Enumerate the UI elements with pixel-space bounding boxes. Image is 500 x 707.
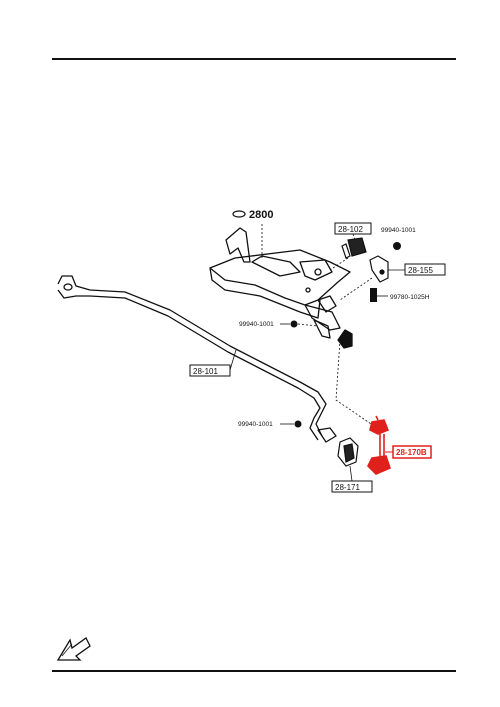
bracket-part bbox=[369, 255, 389, 283]
bolt-side-part: 99780-1025H bbox=[370, 288, 430, 302]
bolt-top-part: 99940-1001 bbox=[381, 227, 416, 250]
body-ref-label: 2800 bbox=[249, 209, 273, 221]
body-ref-marker: 2800 bbox=[232, 209, 273, 221]
bottom-rule bbox=[52, 670, 456, 672]
bushing-top-label: 28-102 bbox=[338, 225, 363, 234]
stabilizer-bar-part bbox=[57, 275, 337, 443]
bushing-low-part bbox=[337, 437, 359, 467]
bushing-low-label: 28-171 bbox=[335, 483, 360, 492]
stabilizer-bar-label: 28-101 bbox=[193, 367, 218, 376]
bushing-low-callout: 28-171 bbox=[331, 465, 373, 493]
stabilizer-bar-callout: 28-101 bbox=[189, 349, 237, 377]
stabilizer-link-callout: 28-170B bbox=[385, 445, 432, 459]
front-direction-arrow-icon bbox=[56, 637, 91, 661]
stabilizer-link-part bbox=[367, 415, 391, 475]
stabilizer-link-label: 28-170B bbox=[396, 448, 427, 457]
dashed-leaders-link bbox=[335, 339, 375, 427]
bushing-top-callout: 28-102 bbox=[334, 222, 372, 241]
dashed-leaders-top bbox=[261, 224, 373, 301]
bolt-side-label: 99780-1025H bbox=[390, 294, 430, 301]
bolt-top-label: 99940-1001 bbox=[381, 227, 416, 234]
nut-mid-part: 99940-1001 bbox=[239, 320, 319, 328]
nut-low-part: 99940-1001 bbox=[238, 420, 302, 428]
top-rule bbox=[52, 58, 456, 60]
nut-mid-label: 99940-1001 bbox=[239, 321, 274, 328]
nut-low-label: 99940-1001 bbox=[238, 421, 273, 428]
bracket-label: 28-155 bbox=[408, 266, 433, 275]
subframe-drawing bbox=[209, 227, 353, 349]
bushing-top-part bbox=[341, 237, 367, 259]
bracket-callout: 28-155 bbox=[388, 263, 446, 276]
